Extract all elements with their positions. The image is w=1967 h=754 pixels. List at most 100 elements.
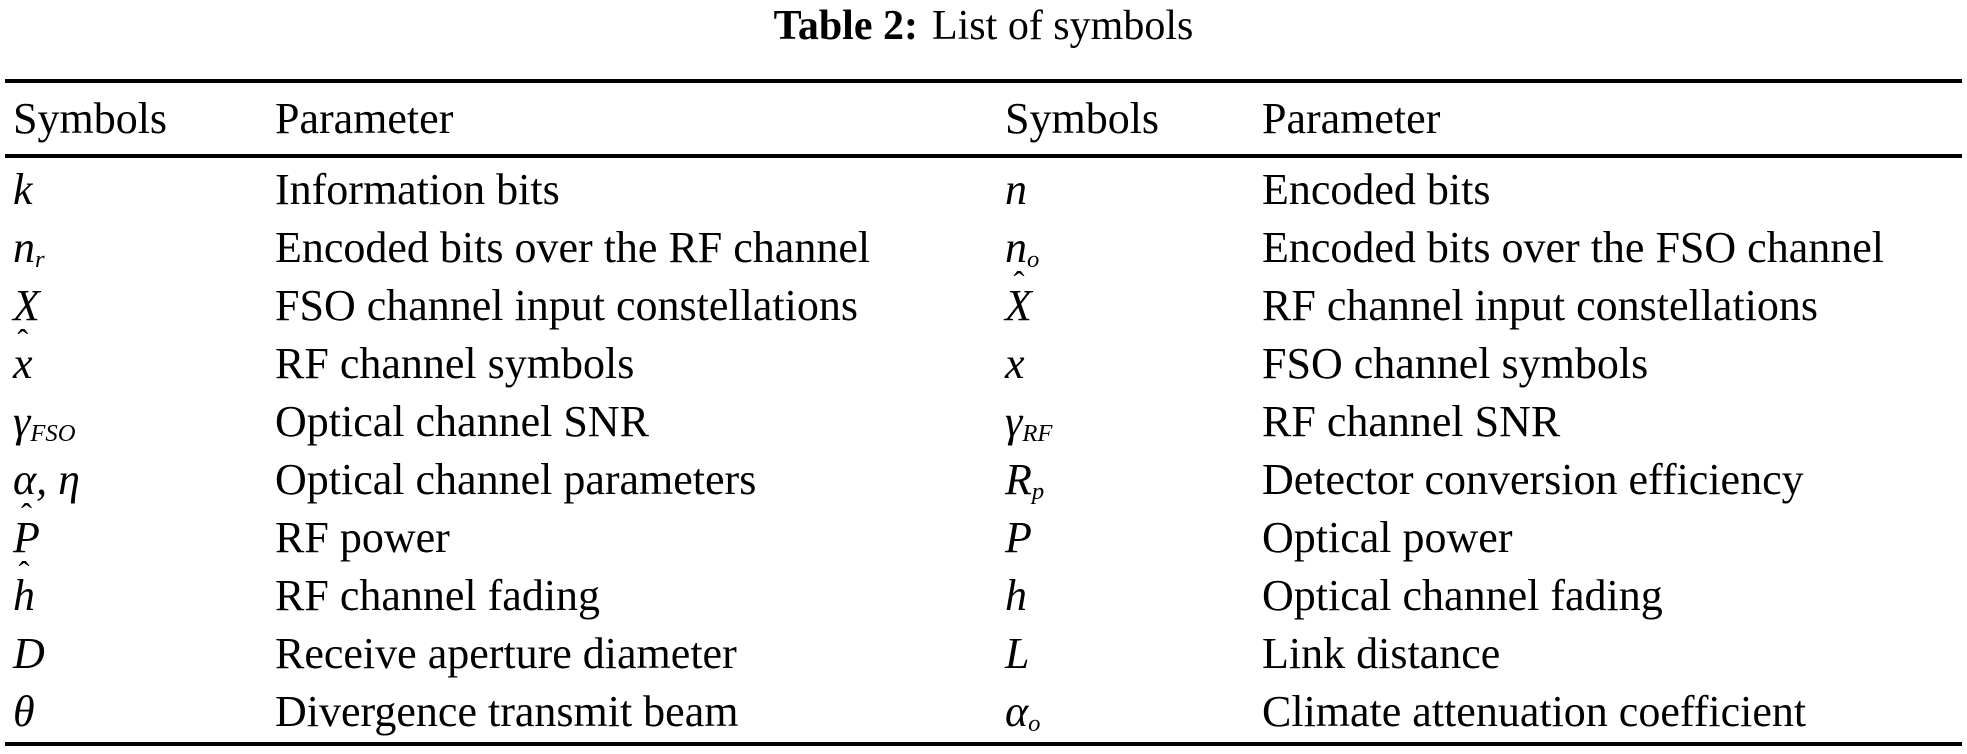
parameter-cell-right: RF channel SNR: [1262, 396, 1561, 446]
parameter-cell-left: Information bits: [275, 164, 560, 214]
symbol-subscript: RF: [1022, 419, 1053, 447]
symbol-base: α, η: [13, 454, 80, 504]
symbol-cell-right: αo: [1005, 686, 1262, 737]
symbol-cell-left: α, η: [13, 454, 275, 505]
symbol-base: x: [13, 338, 33, 388]
parameter-cell-right: Optical channel fading: [1262, 570, 1663, 620]
symbol-cell-left: γFSO: [13, 396, 275, 447]
parameter-cell-right: Link distance: [1262, 628, 1501, 678]
symbol: γFSO: [13, 396, 76, 447]
symbol: Rp: [1005, 454, 1045, 505]
header-symbols-right: Symbols: [1005, 94, 1160, 143]
header-parameter-right: Parameter: [1262, 94, 1441, 143]
symbol-base: L: [1005, 628, 1030, 678]
symbol-base: x: [1005, 338, 1025, 388]
parameter-cell-left: RF power: [275, 512, 450, 562]
table-caption-label: Table 2:: [773, 3, 918, 49]
symbol-subscript: FSO: [30, 419, 76, 447]
parameter-cell-left: Divergence transmit beam: [275, 686, 739, 736]
symbol-base: θ: [13, 686, 35, 736]
symbol-base: R: [1005, 454, 1032, 504]
symbol-cell-right: γRF: [1005, 396, 1262, 447]
symbol-cell-right: L: [1005, 628, 1262, 679]
symbol: x: [1005, 339, 1025, 388]
header-parameter-left: Parameter: [275, 94, 454, 143]
symbol-base: γ: [1005, 396, 1023, 446]
symbol-cell-right: x: [1005, 338, 1262, 389]
symbol: k: [13, 165, 33, 214]
symbol-cell-right: Rp: [1005, 454, 1262, 505]
symbol-base: D: [13, 628, 45, 678]
parameter-cell-left: FSO channel input constellations: [275, 280, 858, 330]
symbol: h: [1005, 571, 1027, 620]
symbol-cell-right: P: [1005, 512, 1262, 563]
symbol-base: n: [1005, 222, 1027, 272]
parameter-cell-right: Climate attenuation coefficient: [1262, 686, 1807, 736]
symbol-base-calligraphic: X: [13, 280, 41, 330]
parameter-cell-right: Optical power: [1262, 512, 1513, 562]
parameter-cell-right: Encoded bits over the FSO channel: [1262, 222, 1884, 272]
header-symbols-left: Symbols: [13, 94, 168, 143]
symbol-subscript: o: [1027, 245, 1040, 273]
symbol-base: γ: [13, 396, 31, 446]
parameter-cell-left: RF channel symbols: [275, 338, 635, 388]
symbol: D: [13, 629, 45, 678]
symbol-base: h: [1005, 570, 1027, 620]
symbol-cell-right: no: [1005, 222, 1262, 273]
symbol-base: P: [1005, 512, 1032, 562]
parameter-cell-left: Optical channel parameters: [275, 454, 757, 504]
symbol: L: [1005, 629, 1029, 678]
parameter-cell-left: Encoded bits over the RF channel: [275, 222, 871, 272]
table-caption: Table 2: List of symbols: [0, 0, 1967, 52]
symbol: nr: [13, 223, 45, 273]
symbol-subscript: p: [1031, 477, 1045, 505]
symbol: α, η: [13, 455, 80, 504]
table-row: k Information bits n Encoded bits: [5, 160, 1962, 218]
hat-accent: ˆ: [18, 556, 30, 593]
symbol-base: n: [1005, 164, 1027, 214]
symbol: αo: [1005, 686, 1040, 737]
symbol-base: h: [13, 570, 35, 620]
parameter-cell-left: Optical channel SNR: [275, 396, 649, 446]
table-caption-text: List of symbols: [931, 3, 1194, 49]
table-row: θ Divergence transmit beam αo Climate atten…: [5, 682, 1962, 740]
symbol-base: P: [13, 512, 40, 562]
symbol-cell-left: X: [13, 280, 275, 331]
symbol: θ: [13, 687, 35, 736]
symbol-subscript: r: [35, 245, 45, 273]
symbol-base-calligraphic: X: [1005, 280, 1033, 330]
symbol: γRF: [1005, 396, 1053, 447]
hat-accent: ˆ: [20, 498, 32, 535]
symbol-cell-left: k: [13, 164, 275, 215]
table-header-row: Symbols Parameter Symbols Parameter: [5, 83, 1962, 158]
parameter-cell-right: Encoded bits: [1262, 164, 1491, 214]
symbol-cell-left: θ: [13, 686, 275, 737]
parameter-cell-right: FSO channel symbols: [1262, 338, 1649, 388]
symbol: X: [13, 281, 41, 330]
symbol: P: [1005, 513, 1032, 562]
symbol: no: [1005, 222, 1040, 273]
symbol-base: α: [1005, 686, 1029, 736]
parameter-cell-left: RF channel fading: [275, 570, 601, 620]
symbol-cell-left: D: [13, 628, 275, 679]
hat-accent: ˆ: [1013, 266, 1025, 303]
hat-accent: ˆ: [17, 324, 29, 361]
